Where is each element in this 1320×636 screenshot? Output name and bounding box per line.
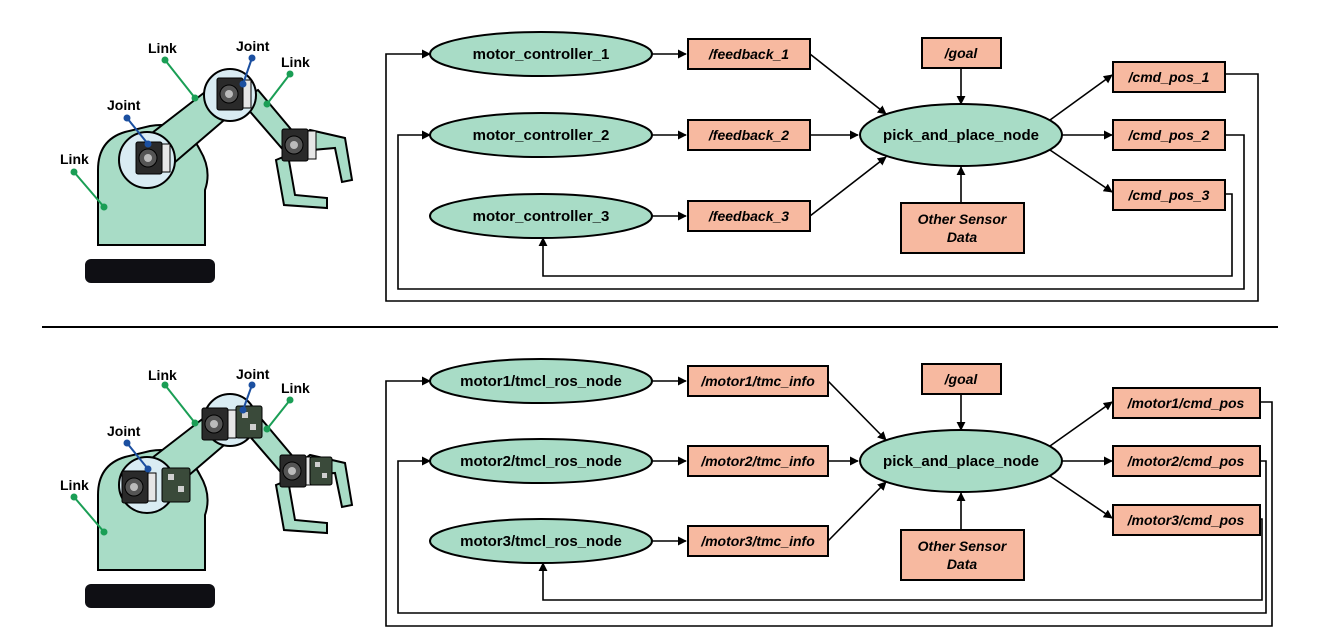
goal-topic-label: /goal — [944, 45, 979, 61]
feedback-topic-1: /motor1/tmc_info — [687, 365, 829, 397]
cmd-topic-1-label: /motor1/cmd_pos — [1127, 395, 1245, 411]
robot-gripper-jaw — [274, 478, 328, 535]
robot-arm-illustration-with-boards: Link Joint Link Joint Link — [60, 366, 354, 608]
motor-node-3: motor_controller_3 — [429, 193, 653, 239]
robot-base — [85, 584, 215, 608]
cmd-topic-3-label: /motor3/cmd_pos — [1127, 512, 1245, 528]
cmd-topic-2-label: /cmd_pos_2 — [1128, 127, 1210, 143]
label-link-left: Link — [60, 151, 89, 167]
motor-node-1: motor_controller_1 — [429, 31, 653, 77]
label-link-left: Link — [60, 477, 89, 493]
sensor-data-topic: Other Sensor Data — [900, 529, 1025, 581]
label-link-right: Link — [281, 54, 310, 70]
feedback-topic-1-label: /feedback_1 — [708, 46, 789, 62]
pick-and-place-node-label: pick_and_place_node — [883, 453, 1039, 470]
sensor-data-label-line2: Data — [947, 556, 978, 572]
goal-topic: /goal — [921, 363, 1002, 395]
cmd-topic-1: /cmd_pos_1 — [1112, 61, 1226, 93]
label-link-right: Link — [281, 380, 310, 396]
sensor-data-label-line1: Other Sensor — [918, 211, 1008, 227]
cmd-topic-3: /cmd_pos_3 — [1112, 179, 1226, 211]
motor-node-2-label: motor_controller_2 — [473, 127, 610, 144]
feedback-topic-1: /feedback_1 — [687, 38, 811, 70]
cmd-topic-3-label: /cmd_pos_3 — [1128, 187, 1210, 203]
label-joint-low: Joint — [107, 423, 141, 439]
motor-node-1: motor1/tmcl_ros_node — [429, 358, 653, 404]
edges — [385, 49, 1259, 302]
pick-and-place-node: pick_and_place_node — [859, 103, 1063, 167]
feedback-topic-2-label: /feedback_2 — [708, 127, 789, 143]
goal-topic-label: /goal — [944, 371, 979, 387]
cmd-topic-2-label: /motor2/cmd_pos — [1127, 453, 1245, 469]
motor-top — [201, 407, 237, 441]
pick-and-place-node: pick_and_place_node — [859, 429, 1063, 493]
feedback-topic-1-label: /motor1/tmc_info — [700, 373, 815, 389]
cmd-topic-1-label: /cmd_pos_1 — [1128, 69, 1210, 85]
panel-top: Link Joint Link Joint Link motor_ — [60, 31, 1259, 302]
cmd-topic-3: /motor3/cmd_pos — [1112, 504, 1261, 536]
feedback-topic-3: /feedback_3 — [687, 200, 811, 232]
driver-board-low — [161, 467, 191, 503]
driver-board-top — [235, 405, 263, 439]
cmd-topic-2: /cmd_pos_2 — [1112, 119, 1226, 151]
label-joint-low: Joint — [107, 97, 141, 113]
motor-low — [121, 470, 157, 504]
sensor-data-label-line2: Data — [947, 229, 978, 245]
sensor-data-label-line1: Other Sensor — [918, 538, 1008, 554]
feedback-topic-2-label: /motor2/tmc_info — [700, 453, 815, 469]
motor-node-3-label: motor3/tmcl_ros_node — [460, 533, 622, 550]
feedback-topic-2: /motor2/tmc_info — [687, 445, 829, 477]
edges — [385, 376, 1273, 627]
sensor-data-topic: Other Sensor Data — [900, 202, 1025, 254]
motor-gripper — [279, 454, 315, 488]
feedback-topic-3-label: /feedback_3 — [708, 208, 789, 224]
feedback-topic-2: /feedback_2 — [687, 119, 811, 151]
label-joint-top: Joint — [236, 366, 270, 382]
panel-bottom: Link Joint Link Joint Link motor1/tmcl_r… — [60, 358, 1273, 627]
feedback-topic-3: /motor3/tmc_info — [687, 525, 829, 557]
cmd-topic-1: /motor1/cmd_pos — [1112, 387, 1261, 419]
cmd-topic-2: /motor2/cmd_pos — [1112, 445, 1261, 477]
robot-arm-illustration: Link Joint Link Joint Link — [60, 38, 354, 283]
motor-node-1-label: motor_controller_1 — [473, 46, 610, 63]
robot-gripper-jaw — [274, 153, 328, 210]
motor-node-2: motor2/tmcl_ros_node — [429, 438, 653, 484]
label-link-mid: Link — [148, 40, 177, 56]
pick-and-place-node-label: pick_and_place_node — [883, 127, 1039, 144]
motor-gripper — [281, 128, 317, 162]
feedback-topic-3-label: /motor3/tmc_info — [700, 533, 815, 549]
driver-board-gripper — [309, 456, 333, 486]
label-joint-top: Joint — [236, 38, 270, 54]
label-link-mid: Link — [148, 367, 177, 383]
motor-node-3-label: motor_controller_3 — [473, 208, 610, 225]
goal-topic: /goal — [921, 37, 1002, 69]
motor-node-1-label: motor1/tmcl_ros_node — [460, 373, 622, 390]
motor-node-2: motor_controller_2 — [429, 112, 653, 158]
motor-node-3: motor3/tmcl_ros_node — [429, 518, 653, 564]
motor-low — [135, 141, 171, 175]
robot-base — [85, 259, 215, 283]
motor-node-2-label: motor2/tmcl_ros_node — [460, 453, 622, 470]
